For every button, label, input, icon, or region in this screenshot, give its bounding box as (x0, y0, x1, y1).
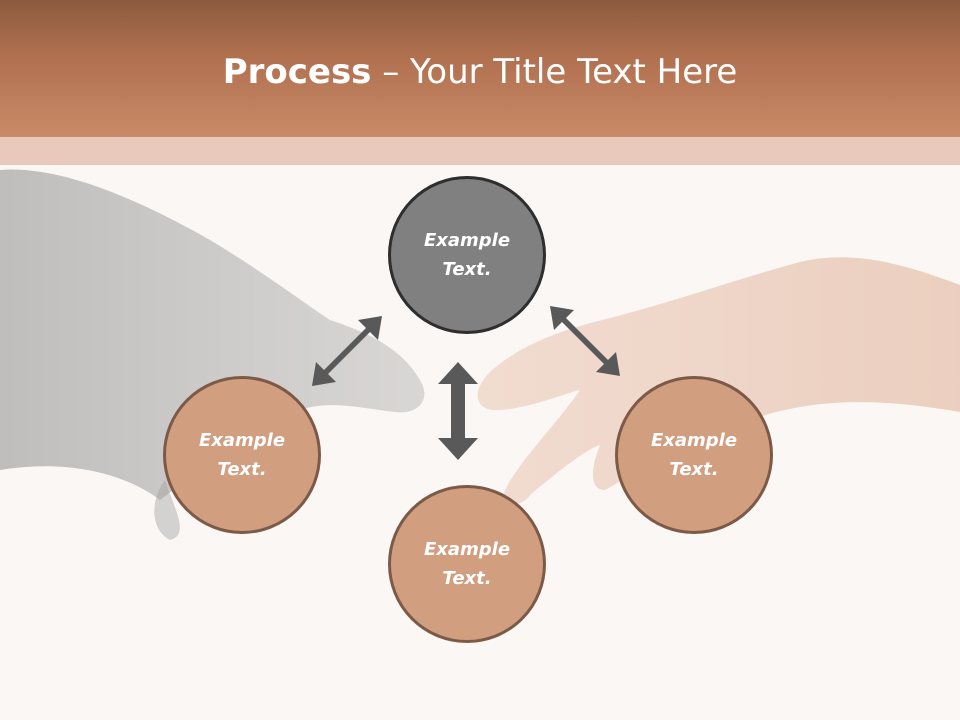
node-bottom-line2: Text. (442, 568, 492, 589)
node-top-line1: Example (423, 230, 511, 251)
node-right-line2: Text. (669, 459, 719, 480)
slide-title: Process – Your Title Text Here (0, 52, 960, 92)
arrow-vertical (438, 362, 478, 460)
title-rest: – Your Title Text Here (371, 52, 738, 92)
node-bottom-line1: Example (423, 539, 511, 560)
title-bar (0, 0, 960, 137)
ape-hand-shape (0, 169, 425, 540)
arrow-top-left (312, 316, 382, 386)
node-right-line1: Example (650, 430, 738, 451)
node-left-line1: Example (198, 430, 286, 451)
title-bold: Process (222, 52, 372, 92)
arrow-top-right (550, 306, 620, 376)
header-band (0, 137, 960, 165)
node-left-line2: Text. (217, 459, 267, 480)
node-top-line2: Text. (442, 259, 492, 280)
